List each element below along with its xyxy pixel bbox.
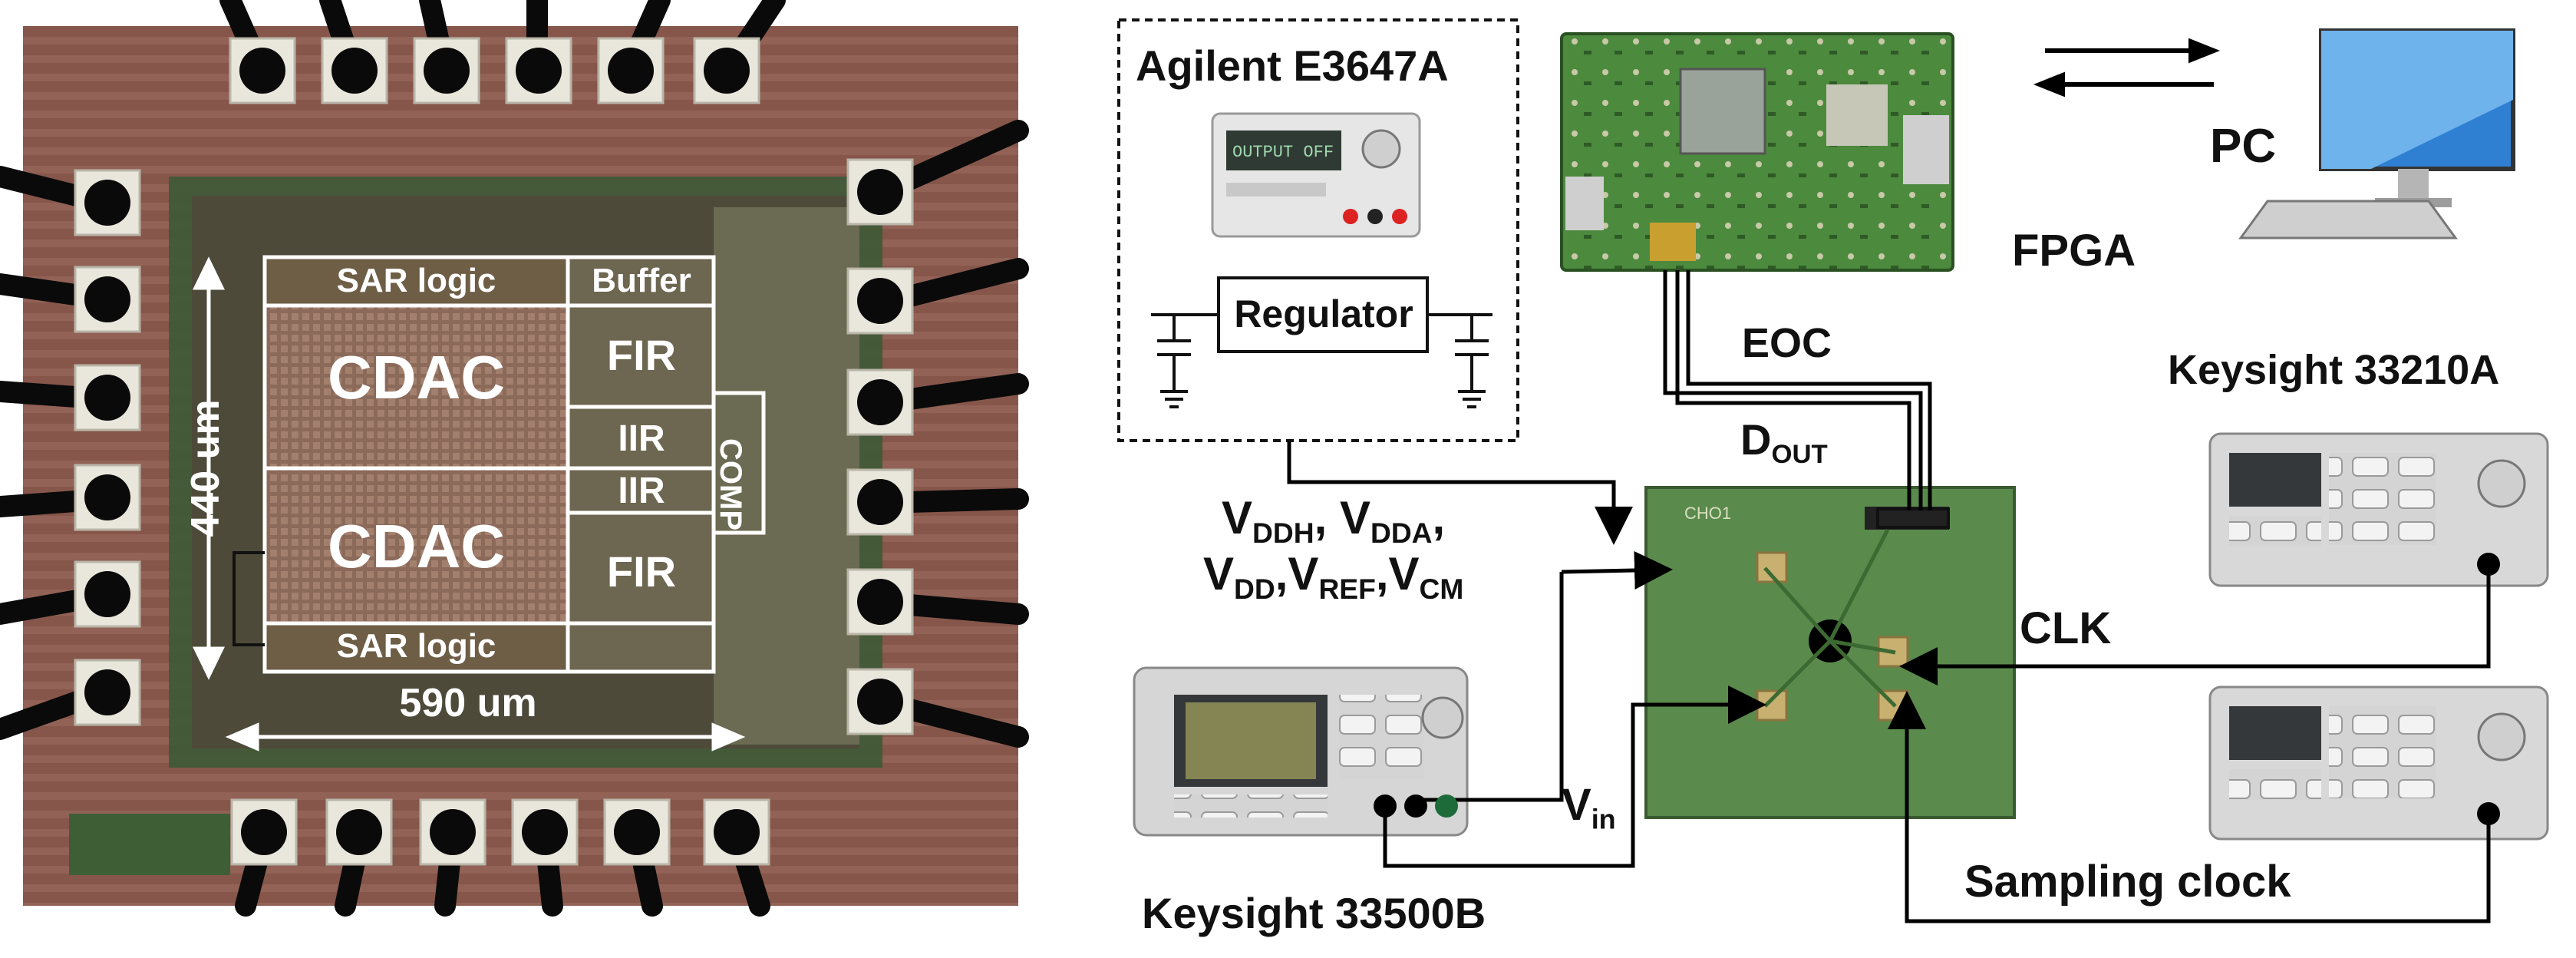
- supply-1-sub-1: DDA: [1370, 516, 1433, 549]
- iir-top-label: IIR: [618, 418, 665, 459]
- comp-label: COMP: [714, 438, 747, 530]
- power-supply-box: [1117, 18, 1519, 442]
- fpga-label: FPGA: [2012, 226, 2136, 276]
- cdac-top-label: CDAC: [327, 343, 506, 411]
- supply-2-main-2: ,V: [1375, 548, 1420, 600]
- supply-line-1: VDDH, VDDA,: [1222, 492, 1446, 547]
- pcb-marking: CHO1: [1684, 504, 1731, 523]
- vin-label: Vin: [1562, 780, 1616, 833]
- supply-2-sub-2: CM: [1419, 572, 1464, 605]
- regulator-box: [1217, 276, 1429, 353]
- test-setup: OUTPUT OFF: [1117, 18, 2549, 923]
- power-supply-display: OUTPUT OFF: [1232, 143, 1334, 162]
- clock-gen-title: Keysight 33210A: [2168, 347, 2500, 393]
- signal-gen-title: Keysight 33500B: [1142, 889, 1486, 937]
- supply-1-main-2: ,: [1432, 492, 1446, 543]
- eoc-label: EOC: [1742, 320, 1832, 366]
- connection-wires: [1287, 270, 2491, 923]
- block-outlines: [262, 255, 766, 674]
- vin-main: V: [1562, 780, 1591, 830]
- sampling-clock-label: Sampling clock: [1964, 857, 2291, 907]
- supply-1-sub-0: DDH: [1252, 516, 1314, 549]
- pc-label: PC: [2210, 120, 2277, 173]
- dout-sub: OUT: [1771, 440, 1828, 470]
- adc-test-board: CHO1: [1644, 486, 2016, 819]
- power-supply-instrument: OUTPUT OFF: [1211, 112, 1421, 238]
- supply-1-main-0: V: [1222, 492, 1253, 543]
- dout-main: D: [1740, 415, 1772, 464]
- sar-logic-bottom-label: SAR logic: [336, 627, 496, 665]
- sampling-clock-generator: [2208, 685, 2549, 841]
- regulator-label: Regulator: [1234, 292, 1413, 335]
- sar-logic-top-label: SAR logic: [336, 262, 496, 299]
- fir-top-label: FIR: [606, 331, 677, 379]
- pc-fpga-arrows: [2033, 38, 2221, 97]
- cdac-bottom-label: CDAC: [327, 512, 506, 580]
- buffer-label: Buffer: [592, 262, 691, 299]
- iir-bottom-label: IIR: [618, 471, 665, 511]
- regulator-capacitors: [1151, 313, 1492, 408]
- chip-photo: [0, 0, 1029, 917]
- width-dimension-label: 590 um: [399, 681, 537, 725]
- fpga-board: [1560, 32, 1954, 272]
- clock-generator-33210a: [2208, 432, 2549, 587]
- dout-label: DOUT: [1740, 415, 1828, 468]
- supply-2-main-1: ,V: [1275, 548, 1319, 600]
- height-dimension-label: 440 um: [183, 399, 228, 537]
- supply-2-sub-0: DD: [1234, 572, 1275, 605]
- signal-generator-33500b: [1133, 666, 1469, 837]
- fir-bottom-label: FIR: [606, 547, 677, 596]
- supply-2-main-0: V: [1203, 548, 1235, 600]
- power-supply-title: Agilent E3647A: [1136, 41, 1449, 90]
- vin-sub: in: [1591, 803, 1616, 835]
- pc-computer: [2238, 28, 2515, 240]
- supply-2-sub-1: REF: [1318, 572, 1376, 605]
- supply-line-2: VDD,VREF,VCM: [1203, 548, 1463, 603]
- supply-1-main-1: , V: [1314, 492, 1370, 543]
- clk-label: CLK: [2020, 603, 2112, 653]
